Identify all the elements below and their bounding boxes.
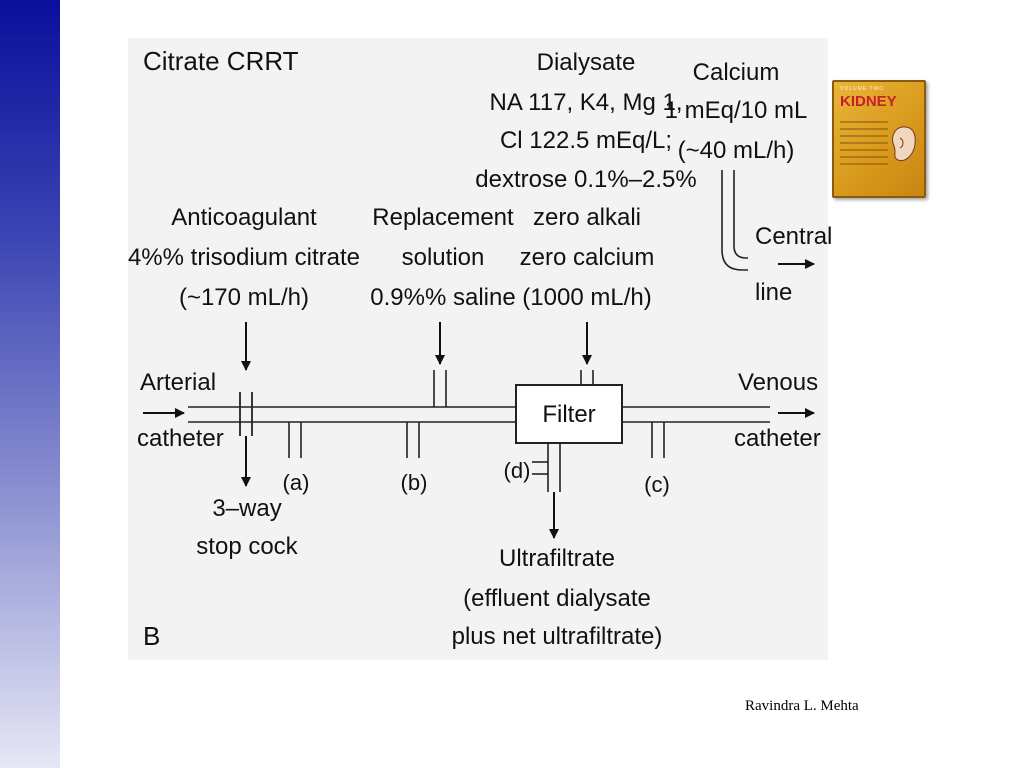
port-c-label: (c) [644,472,670,497]
stopcock-label-1: 3–way [212,495,281,522]
book-volume-text: VOLUME TWO [840,86,885,92]
dialysate-line-4: dextrose 0.1%–2.5% [475,166,696,193]
stopcock-label-2: stop cock [196,533,298,560]
kidney-book-cover: VOLUME TWO KIDNEY [832,80,926,198]
zero-alkali-line-1: zero alkali [533,204,641,231]
dialysate-line-1: Dialysate [537,49,636,76]
zero-alkali-line-2: zero calcium [520,244,655,271]
arterial-label-2: catheter [137,425,224,452]
venous-label-1: Venous [738,369,818,396]
filter-label: Filter [542,401,595,428]
book-title-text: KIDNEY [840,93,897,110]
calcium-line-1: Calcium [693,59,780,86]
anticoagulant-label: Anticoagulant 4%% trisodium citrate (~17… [128,204,360,311]
ultrafiltrate-line-2: (effluent dialysate [463,585,651,612]
zero-alkali-line-3: (1000 mL/h) [522,284,651,311]
diagram-panel [128,38,828,660]
port-a-label: (a) [283,470,310,495]
calcium-label: Calcium 1 mEq/10 mL (~40 mL/h) [665,59,808,164]
diagram-title: Citrate CRRT [143,46,299,76]
port-b-label: (b) [401,470,428,495]
anticoagulant-line-1: Anticoagulant [171,204,317,231]
venous-label-2: catheter [734,425,821,452]
dialysate-line-2: NA 117, K4, Mg 1, [490,89,683,116]
ultrafiltrate-line-1: Ultrafiltrate [499,545,615,572]
dialysate-label: Dialysate NA 117, K4, Mg 1, Cl 122.5 mEq… [475,49,696,193]
central-line-label-1: Central [755,223,832,250]
ultrafiltrate-outlet [532,443,561,492]
port-d-label: (d) [504,458,531,483]
replacement-line-2: solution [402,244,485,271]
panel-letter: B [143,621,160,651]
calcium-infusion-tube [721,170,748,271]
replacement-line-1: Replacement [372,204,514,231]
stopcock-valve [239,392,253,436]
replacement-line-3: 0.9%% saline [370,284,515,311]
zero-alkali-label: zero alkali zero calcium (1000 mL/h) [520,204,655,311]
ultrafiltrate-line-3: plus net ultrafiltrate) [452,623,663,650]
kidney-icon [892,126,916,162]
anticoagulant-line-2: 4%% trisodium citrate [128,244,360,271]
dialysate-line-3: Cl 122.5 mEq/L; [500,127,672,154]
port-a [288,422,302,458]
calcium-line-3: (~40 mL/h) [678,137,795,164]
author-credit: Ravindra L. Mehta [745,698,859,714]
book-editor-lines [840,116,888,170]
anticoagulant-line-3: (~170 mL/h) [179,284,309,311]
port-c [651,422,665,458]
calcium-line-2: 1 mEq/10 mL [665,97,808,124]
blood-line-tube [188,406,770,423]
ultrafiltrate-label: Ultrafiltrate (effluent dialysate plus n… [452,545,663,650]
replacement-port [433,370,447,407]
central-line-label-2: line [755,279,792,306]
port-b [406,422,420,458]
replacement-label: Replacement solution 0.9%% saline [370,204,515,311]
filter-box [515,384,623,444]
arterial-label-1: Arterial [140,369,216,396]
slide-sidebar-gradient [0,0,60,768]
dialysate-inflow-port [580,370,594,385]
